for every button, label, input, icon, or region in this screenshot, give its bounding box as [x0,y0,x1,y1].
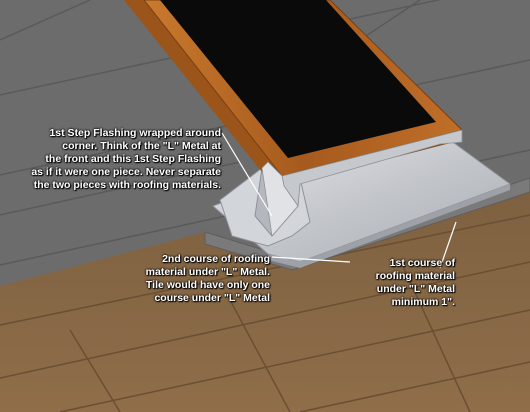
annotation-line: material under "L" Metal. [145,266,270,278]
annotation-line: course under "L" Metal [154,292,270,304]
annotation-line: 1st Step Flashing wrapped around [49,127,221,139]
annotation-line: roofing material [375,270,455,282]
annotation-line: Tile would have only one [145,279,270,291]
annotation-line: 1st course of [389,257,455,269]
step-flashing-curb-wrap [261,161,299,237]
annotation-line: the two pieces with roofing materials. [33,179,221,191]
skylight-glass [160,0,436,158]
annotation-line: the front and this 1st Step Flashing [45,153,221,165]
annotation-line: minimum 1". [391,296,455,308]
leader-first-course [439,221,457,269]
skylight-curb-left-side [124,0,282,182]
annotation-line: corner. Think of the "L" Metal at [62,140,221,152]
roof-deck [0,178,530,412]
annotation-second-course: 2nd course of roofing material under "L"… [8,253,270,305]
annotation-step-flashing: 1st Step Flashing wrapped around corner.… [8,127,221,192]
annotation-line: 2nd course of roofing [162,253,270,265]
leader-step-flashing [221,132,273,217]
annotation-first-course: 1st course of roofing material under "L"… [330,257,455,309]
callout-leaders [221,132,457,269]
leader-second-course [271,256,351,263]
deck-plank-lines [0,214,530,412]
annotation-line: under "L" Metal [376,283,455,295]
annotation-line: as if it were one piece. Never separate [31,166,221,178]
